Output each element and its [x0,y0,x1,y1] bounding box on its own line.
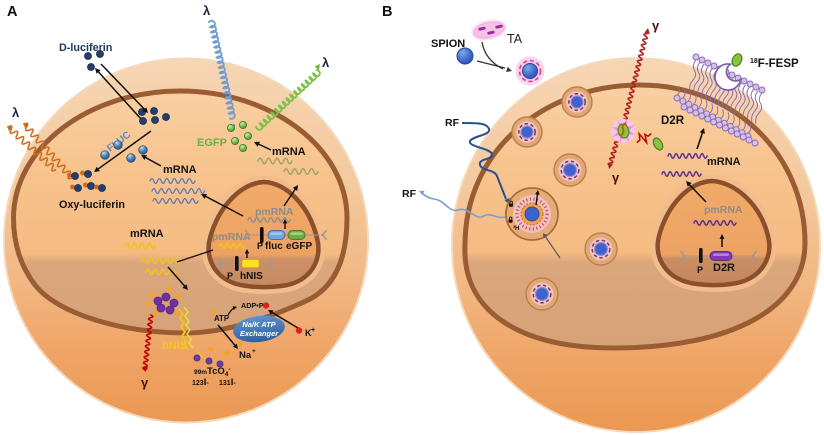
svg-text:Oxy-luciferin: Oxy-luciferin [59,199,125,211]
svg-text:131I-: 131I- [219,377,236,388]
svg-text:ADP•P: ADP•P [241,301,264,310]
svg-text:Exchanger: Exchanger [240,329,279,338]
svg-text:Na/K ATP: Na/K ATP [242,320,276,329]
svg-text:fluc: fluc [265,241,283,252]
svg-text:mRNA: mRNA [707,156,741,168]
svg-text:Na: Na [239,350,252,361]
svg-text:B: B [382,4,392,20]
svg-text:RF: RF [402,188,417,200]
svg-text:P: P [227,271,233,281]
svg-text:TA: TA [507,32,523,46]
svg-text:P: P [697,265,703,275]
svg-text:γ: γ [612,170,620,185]
svg-text:+: + [252,348,256,355]
svg-text:ATP: ATP [214,314,229,323]
svg-text:mRNA: mRNA [163,164,197,176]
svg-text:P: P [257,241,263,251]
svg-text:EGFP: EGFP [197,137,227,149]
svg-text:K: K [305,328,312,338]
svg-text:pmRNA: pmRNA [255,206,294,218]
svg-text:λ: λ [12,105,20,120]
svg-text:λ: λ [203,3,211,18]
svg-text:eGFP: eGFP [286,241,312,252]
svg-text:γ: γ [652,18,660,33]
svg-text:D2R: D2R [713,262,735,274]
svg-text:18F-FESP: 18F-FESP [750,58,799,70]
svg-text:D-luciferin: D-luciferin [59,42,112,54]
svg-text:+: + [311,327,315,334]
svg-text:pmRNA: pmRNA [704,204,743,216]
svg-text:hNIS: hNIS [162,340,187,352]
svg-text:λ: λ [322,55,330,70]
svg-text:SPION: SPION [431,38,465,50]
svg-text:mRNA: mRNA [130,228,164,240]
svg-text:A: A [7,4,18,20]
svg-text:³H: ³H [513,225,519,232]
svg-text:pmRNA: pmRNA [212,231,251,243]
svg-text:γ: γ [141,375,149,390]
svg-text:99mTcO4-: 99mTcO4- [194,366,231,378]
svg-text:hNIS: hNIS [240,271,263,282]
svg-text:mRNA: mRNA [272,146,306,158]
svg-text:123I-: 123I- [192,377,209,388]
svg-text:RF: RF [445,117,460,129]
svg-text:D2R: D2R [661,115,685,127]
